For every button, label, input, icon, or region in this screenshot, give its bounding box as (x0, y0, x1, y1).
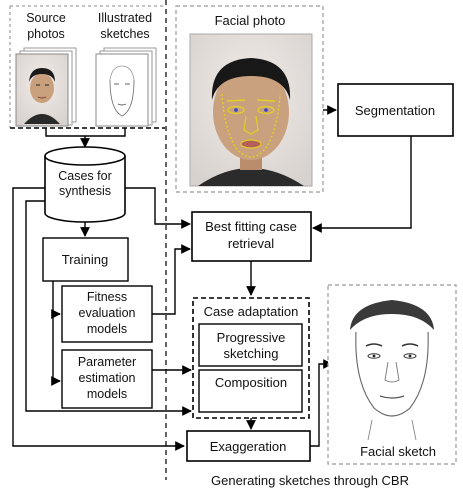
facial-sketch-frame: Facial sketch (327, 284, 457, 465)
progressive-sketching-node: Progressive sketching (198, 323, 303, 367)
training-node: Training (42, 237, 129, 282)
progressive-label-1: Progressive (217, 330, 286, 345)
facial-sketch-image (350, 300, 434, 441)
best-fitting-label-1: Best fitting case (205, 219, 297, 234)
source-photos-label-2: photos (27, 27, 65, 41)
source-photos-label-1: Source (26, 11, 66, 25)
composition-label: Composition (215, 375, 287, 390)
progressive-label-2: sketching (224, 346, 279, 361)
source-photo-thumbnail (15, 53, 69, 127)
facial-sketch-title: Facial sketch (360, 444, 436, 459)
composition-node: Composition (198, 369, 303, 413)
segmentation-node: Segmentation (337, 83, 454, 137)
fitness-label-2: evaluation (79, 306, 136, 320)
diagram-caption: Generating sketches through CBR (211, 473, 409, 488)
cases-label-2: synthesis (59, 184, 111, 198)
illustrated-sketches-group: Illustrated sketches (95, 11, 157, 127)
exaggeration-label: Exaggeration (210, 439, 287, 454)
parameter-label-3: models (87, 387, 127, 401)
illustrated-sketches-label-1: Illustrated (98, 11, 152, 25)
fitness-label-1: Fitness (87, 290, 127, 304)
cases-for-synthesis-node: Cases for synthesis (44, 146, 126, 223)
best-fitting-label-2: retrieval (228, 236, 274, 251)
facial-photo-frame: Facial photo (175, 5, 324, 193)
facial-photo-image (189, 33, 313, 187)
fitness-evaluation-models-node: Fitness evaluation models (61, 285, 153, 343)
facial-photo-title: Facial photo (215, 13, 286, 28)
parameter-label-2: estimation (79, 371, 136, 385)
best-fitting-case-retrieval-node: Best fitting case retrieval (191, 211, 312, 262)
training-label: Training (62, 252, 108, 267)
parameter-estimation-models-node: Parameter estimation models (61, 349, 153, 409)
cases-label-1: Cases for (58, 169, 112, 183)
fitness-label-3: models (87, 322, 127, 336)
sketch-thumbnail (95, 53, 149, 127)
source-photos-group: Source photos (15, 11, 77, 127)
segmentation-label: Segmentation (355, 103, 435, 118)
training-data-frame (9, 5, 165, 129)
case-adaptation-group: Case adaptation Progressive sketching Co… (192, 297, 310, 419)
case-adaptation-title: Case adaptation (204, 304, 299, 319)
illustrated-sketches-label-2: sketches (100, 27, 149, 41)
exaggeration-node: Exaggeration (186, 430, 311, 462)
parameter-label-1: Parameter (78, 355, 136, 369)
